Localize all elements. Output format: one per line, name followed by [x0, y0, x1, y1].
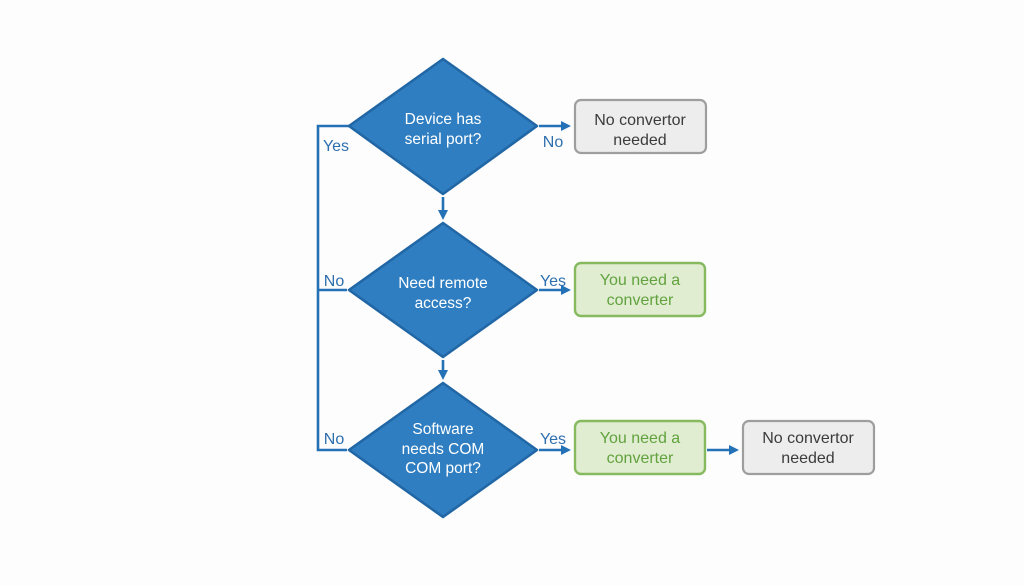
result-box-shape	[573, 98, 708, 155]
label-decision3-yes: Yes	[540, 431, 566, 448]
result-no-convertor-top: No convertor needed	[573, 98, 708, 155]
result-box-shape	[573, 261, 707, 318]
result-yes-mid-line2: converter	[607, 292, 674, 309]
label-decision2-yes: Yes	[540, 273, 566, 290]
result-no-top-line2: needed	[613, 132, 666, 149]
diamond-shape	[347, 221, 539, 359]
decision3-text-line2: needs COM	[402, 441, 485, 458]
result-converter-bottom: You need a converter	[573, 419, 707, 476]
decision-software-needs-com-port: Software needs COM COM port?	[347, 381, 539, 519]
result-box-shape	[741, 419, 876, 476]
result-converter-middle: You need a converter	[573, 261, 707, 318]
label-decision3-no: No	[324, 431, 345, 448]
decision3-text-line3: COM port?	[405, 460, 481, 477]
edges	[316, 121, 739, 455]
label-decision1-yes: Yes	[323, 138, 349, 155]
result-yes-mid-line1: You need a	[600, 272, 680, 289]
decision2-text-line1: Need remote	[398, 275, 488, 292]
result-no-top-line1: No convertor	[594, 112, 686, 129]
decision-need-remote-access: Need remote access?	[347, 221, 539, 359]
edge-left-rail	[316, 124, 351, 452]
diamond-shape	[347, 381, 539, 519]
result-no-convertor-bottom: No convertor needed	[741, 419, 876, 476]
result-yes-bottom-line2: converter	[607, 450, 674, 467]
decision-device-serial-port: Device has serial port?	[347, 57, 539, 196]
decision3-text-line1: Software	[412, 421, 473, 438]
diamond-shape	[347, 57, 539, 196]
decision1-text-line1: Device has	[405, 111, 482, 128]
result-no-bottom-line2: needed	[781, 450, 834, 467]
result-no-bottom-line1: No convertor	[762, 430, 854, 447]
decision2-text-line2: access?	[415, 295, 472, 312]
result-box-shape	[573, 419, 707, 476]
decision1-text-line2: serial port?	[405, 131, 482, 148]
label-decision1-no: No	[543, 134, 564, 151]
label-decision2-no: No	[324, 273, 345, 290]
result-yes-bottom-line1: You need a	[600, 430, 680, 447]
edge-labels: Yes No No Yes No Yes	[323, 134, 566, 448]
